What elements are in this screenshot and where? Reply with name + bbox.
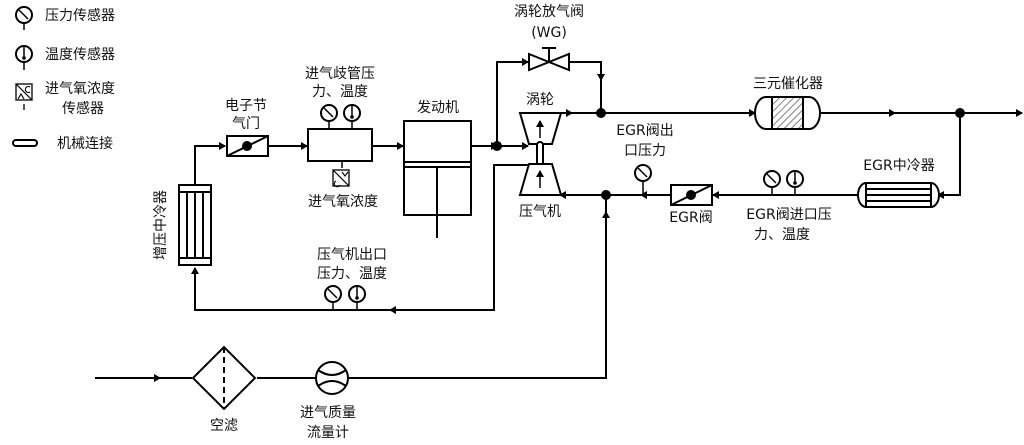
egr-inlet-label-2: 力、温度 (754, 227, 810, 243)
compressor-outlet-temperature-sensor-icon (348, 285, 366, 310)
egr-cooler-label: EGR中冷器 (863, 158, 934, 174)
egr-outlet-label-2: 口压力 (624, 143, 666, 159)
pressure-sensor-icon (15, 6, 33, 30)
intake-oxygen-sensor-icon (332, 161, 350, 188)
legend-temperature-sensor: 温度传感器 (45, 46, 115, 63)
egr-inlet-temperature-sensor-icon (786, 170, 804, 195)
turbine-label: 涡轮 (526, 92, 554, 108)
legend-oxygen-sensor-line2: 传感器 (62, 100, 104, 117)
catalyst (754, 96, 821, 130)
compressor-outlet-label-1: 压气机出口 (317, 247, 387, 263)
manifold-sensor-label-1: 进气歧管压 (305, 66, 375, 82)
junction-dot (492, 141, 502, 151)
engine (403, 120, 472, 238)
egr-inlet-pressure-sensor-icon (763, 170, 781, 195)
catalyst-label: 三元催化器 (753, 76, 823, 92)
egr-outlet-label-1: EGR阀出 (616, 123, 673, 139)
egr-valve-label: EGR阀 (669, 210, 712, 226)
manifold-sensor-label-2: 力、温度 (312, 84, 368, 100)
temperature-sensor-icon (15, 45, 33, 70)
wastegate-label-2: (WG) (531, 25, 567, 41)
throttle-label-1: 电子节 (225, 98, 267, 114)
throttle-label-2: 气门 (232, 116, 260, 132)
legend-pressure-sensor: 压力传感器 (45, 7, 115, 24)
intake-oxygen-label: 进气氧浓度 (308, 194, 378, 210)
wastegate-valve-icon (528, 47, 570, 72)
junction-dot (601, 190, 611, 200)
egr-valve-icon (670, 184, 713, 206)
intercooler-label: 增压中冷器 (153, 190, 169, 260)
egr-inlet-label-1: EGR阀进口压 (746, 207, 831, 223)
legend: 压力传感器 温度传感器 进气氧浓度 传感器 机械连接 (12, 6, 115, 152)
compressor-outlet-label-2: 压力、温度 (317, 266, 387, 282)
maf-label-2: 流量计 (307, 425, 349, 441)
turbine (518, 112, 563, 145)
maf-label-1: 进气质量 (300, 405, 356, 421)
compressor-label: 压气机 (519, 204, 561, 220)
manifold-temperature-sensor-icon (343, 104, 361, 129)
compressor (518, 163, 563, 196)
pipes (95, 58, 1023, 382)
intercooler (178, 184, 212, 266)
throttle-valve-icon (226, 135, 269, 157)
legend-mechanical-link: 机械连接 (57, 135, 113, 152)
engine-label: 发动机 (417, 100, 459, 116)
compressor-outlet-pressure-sensor-icon (324, 285, 342, 310)
junction-dot (596, 108, 606, 118)
air-filter-label: 空滤 (210, 418, 238, 434)
mass-air-flow-meter-icon (315, 361, 349, 395)
manifold-pressure-sensor-icon (320, 104, 338, 129)
intake-manifold (307, 128, 373, 162)
air-filter-icon (191, 345, 257, 411)
egr-outlet-pressure-sensor-icon (634, 164, 652, 195)
wastegate-label-1: 涡轮放气阀 (514, 4, 584, 20)
egr-cooler (857, 182, 940, 208)
junction-dot (955, 108, 965, 118)
legend-oxygen-sensor-line1: 进气氧浓度 (45, 81, 115, 97)
mechanical-link-icon (12, 139, 38, 147)
junctions (492, 108, 965, 200)
oxygen-sensor-icon (15, 83, 33, 110)
